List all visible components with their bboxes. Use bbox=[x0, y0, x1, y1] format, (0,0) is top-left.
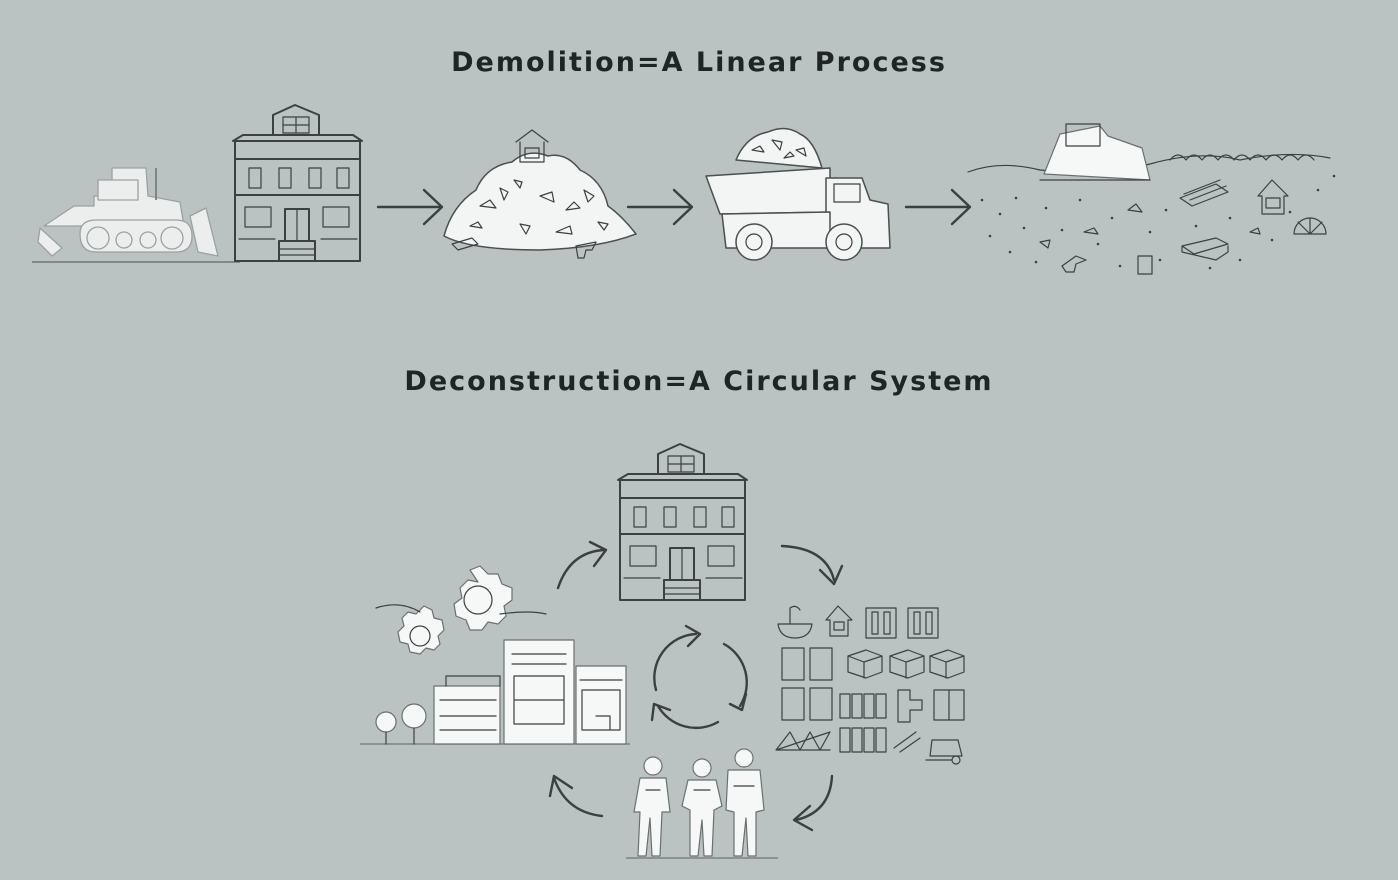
cycle-arrow-house-to-materials bbox=[780, 544, 844, 586]
linear-process-title: Demolition=A Linear Process bbox=[451, 47, 947, 78]
cycle-arrow-materials-to-workers bbox=[792, 774, 834, 832]
linear-arrow-1 bbox=[376, 188, 444, 226]
house-icon bbox=[617, 443, 748, 601]
recycle-cycle-icon bbox=[650, 624, 748, 730]
circular-system-title: Deconstruction=A Circular System bbox=[404, 366, 994, 397]
bulldozer-icon bbox=[32, 167, 240, 263]
factory-icon bbox=[360, 565, 630, 745]
landfill-icon bbox=[967, 123, 1336, 275]
house-icon bbox=[232, 104, 363, 262]
cycle-arrow-workers-to-factory bbox=[548, 774, 604, 818]
debris-pile-icon bbox=[443, 129, 637, 259]
workers-icon bbox=[626, 748, 778, 859]
cycle-arrow-factory-to-house bbox=[556, 540, 608, 590]
linear-arrow-3 bbox=[904, 188, 972, 226]
salvaged-materials-icon bbox=[775, 605, 965, 765]
dump-truck-icon bbox=[705, 127, 891, 261]
linear-arrow-2 bbox=[626, 188, 694, 226]
